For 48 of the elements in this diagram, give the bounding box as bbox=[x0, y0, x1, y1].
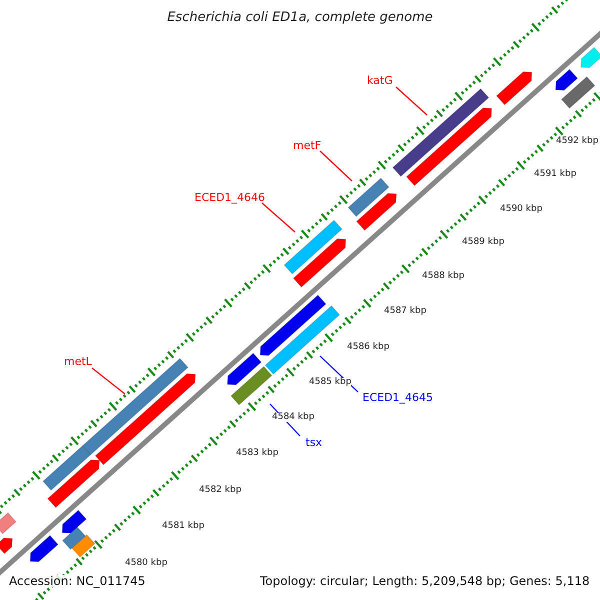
gene-feature bbox=[0, 512, 17, 534]
tick-label: 4590 kbp bbox=[500, 204, 542, 214]
tick-label: 4588 kbp bbox=[422, 272, 464, 280]
leader-line bbox=[396, 86, 428, 116]
tick-label: 4591 kbp bbox=[534, 170, 576, 178]
tick-label: 4585 kbp bbox=[309, 378, 352, 386]
gene-feature bbox=[0, 538, 13, 554]
gene-feature bbox=[47, 460, 100, 508]
gene-feature bbox=[62, 526, 86, 550]
tick-label: 4592 kbp bbox=[556, 136, 598, 146]
gene-label: ECED1_4646 bbox=[194, 192, 266, 202]
gene-feature bbox=[348, 178, 390, 218]
gene-label: katG bbox=[367, 74, 393, 86]
gene-feature bbox=[580, 46, 600, 68]
gene-feature bbox=[226, 352, 262, 386]
leader-line bbox=[320, 150, 352, 182]
tick-label: 4589 kbp bbox=[462, 238, 504, 246]
footer-text: Accession: NC_011745 bbox=[9, 575, 146, 587]
gene-feature bbox=[30, 534, 59, 562]
leader-line bbox=[92, 368, 126, 394]
tick-label: 4581 kbp bbox=[162, 522, 204, 530]
gene-feature bbox=[264, 305, 340, 375]
gene-feature bbox=[406, 108, 492, 186]
gene-feature bbox=[71, 534, 96, 558]
gene-label: metF bbox=[293, 140, 322, 150]
gene-feature bbox=[496, 71, 532, 106]
gene-feature bbox=[555, 68, 578, 91]
gene-label: tsx bbox=[306, 436, 322, 448]
gene-feature bbox=[392, 88, 490, 177]
gene-label: metL bbox=[64, 356, 92, 366]
tick-label: 4582 kbp bbox=[199, 486, 242, 494]
gene-feature bbox=[292, 238, 346, 288]
tick-label: 4584 kbp bbox=[272, 412, 314, 422]
gene-feature bbox=[94, 373, 196, 466]
gene-feature bbox=[42, 445, 92, 491]
tick-label: 4587 kbp bbox=[384, 306, 426, 316]
tick-label: 4583 kbp bbox=[236, 448, 278, 458]
footer-text: Topology: circular; Length: 5,209,548 bp; Genes: 5,118 bbox=[260, 575, 590, 587]
tick-label: 4580 kbp bbox=[125, 558, 168, 568]
gene-feature bbox=[230, 366, 272, 406]
title: Escherichia coli ED1a, complete genome bbox=[166, 11, 434, 24]
gene-feature bbox=[560, 76, 596, 109]
tick-label: 4586 kbp bbox=[347, 342, 390, 352]
gene-label: ECED1_4645 bbox=[362, 392, 434, 402]
gene-feature bbox=[356, 193, 397, 231]
gene-feature bbox=[260, 294, 326, 356]
leader-line bbox=[262, 202, 296, 232]
gene-feature bbox=[284, 220, 343, 274]
